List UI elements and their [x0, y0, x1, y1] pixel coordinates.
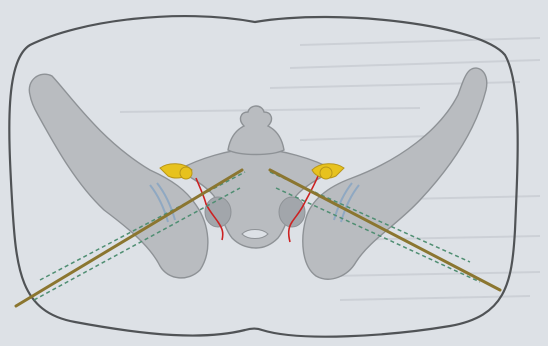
- sacral-canal: [242, 230, 268, 239]
